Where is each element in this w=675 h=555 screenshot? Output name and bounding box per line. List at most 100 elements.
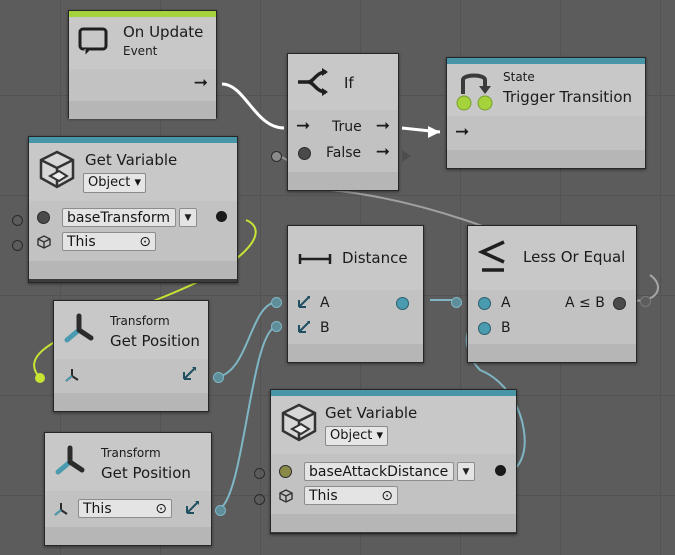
if-condition-external-port[interactable] <box>271 151 282 162</box>
condition-input-port[interactable] <box>298 147 311 160</box>
chevron-down-icon: ▾ <box>376 428 384 443</box>
get-position-subtitle: Transform <box>110 314 170 328</box>
get-position-2-header: Transform Get Position <box>45 433 211 491</box>
distance-header: Distance <box>288 226 423 290</box>
target-external-port[interactable] <box>12 240 23 251</box>
axis-gizmo-icon <box>53 445 87 483</box>
true-label: True <box>332 119 362 135</box>
position-output-icon[interactable] <box>180 365 198 387</box>
false-external-port[interactable] <box>402 150 411 162</box>
less-or-equal-node[interactable]: Less Or Equal A A ≤ B B <box>467 225 637 363</box>
target-picker-icon[interactable]: ⊙ <box>139 234 151 250</box>
compare-a-port[interactable] <box>478 297 491 310</box>
less-or-equal-header: Less Or Equal <box>468 226 636 290</box>
variable-cube-icon <box>279 402 319 448</box>
distance-ports: A B <box>288 290 423 344</box>
gameobject-cube-icon <box>37 234 51 253</box>
get-variable-node-attack-distance[interactable]: Get Variable Object ▾ baseAttackDistance… <box>270 389 517 534</box>
state-transition-icon <box>455 70 495 116</box>
flow-input-arrow[interactable]: ➞ <box>296 116 311 136</box>
flow-wire-true-to-trigger <box>401 126 441 134</box>
on-update-node[interactable]: On Update Event ➞ <box>68 10 217 119</box>
get-variable-header: Get Variable Object ▾ <box>29 143 237 201</box>
get-position-2-title: Get Position <box>101 464 191 482</box>
false-label: False <box>326 145 362 161</box>
position-output-icon[interactable] <box>183 499 201 521</box>
get-variable-2-title: Get Variable <box>325 404 418 422</box>
variable-band <box>271 390 516 396</box>
variable-2-kind-value: Object <box>330 428 373 443</box>
transform-input-icon[interactable] <box>64 367 80 387</box>
flow-output-arrow[interactable]: ➞ <box>193 73 208 93</box>
target-picker-icon[interactable]: ⊙ <box>155 501 167 517</box>
get-variable-fields: baseTransform ▼ This ⊙ <box>29 201 237 261</box>
compare-output-port[interactable] <box>613 297 626 310</box>
variable-2-target-field[interactable]: This ⊙ <box>304 486 398 505</box>
variable-2-target-value: This <box>309 488 338 504</box>
chevron-down-icon: ▾ <box>134 175 142 190</box>
compare-output-label: A ≤ B <box>565 295 605 311</box>
flow-wire-arrowhead <box>428 126 440 138</box>
distance-footer <box>288 344 423 362</box>
axis-gizmo-icon <box>296 319 312 339</box>
false-output-arrow[interactable]: ➞ <box>375 142 390 162</box>
get-position-footer <box>54 393 208 411</box>
true-output-arrow[interactable]: ➞ <box>375 116 390 136</box>
variable-2-name-external-port[interactable] <box>254 468 265 479</box>
vector-wire-pos2-to-b <box>217 325 279 511</box>
on-update-ports: ➞ <box>69 69 216 101</box>
if-node[interactable]: If ➞ True ➞ False ➞ <box>287 53 399 191</box>
event-band <box>69 11 216 17</box>
on-update-footer <box>69 101 216 119</box>
get-position-2-ports: This ⊙ <box>45 491 211 527</box>
distance-b-external-port[interactable] <box>271 321 282 332</box>
position-1-external-port[interactable] <box>213 372 224 383</box>
variable-2-name-dropdown[interactable]: ▼ <box>457 462 475 481</box>
compare-a-label: A <box>501 295 511 311</box>
trigger-transition-node[interactable]: State Trigger Transition ➞ <box>446 57 646 169</box>
less-or-equal-ports: A A ≤ B B <box>468 290 636 344</box>
axis-gizmo-icon <box>62 313 96 351</box>
distance-output-port[interactable] <box>396 297 409 310</box>
variable-2-value-output-port[interactable] <box>495 465 506 476</box>
trigger-ports: ➞ <box>447 116 645 150</box>
state-band <box>447 58 645 64</box>
variable-2-name-field[interactable]: baseAttackDistance <box>304 462 454 481</box>
get-position-node-2[interactable]: Transform Get Position This ⊙ <box>44 432 212 546</box>
variable-2-name-input-port[interactable] <box>279 465 292 478</box>
distance-b-label: B <box>320 320 330 336</box>
value-output-port[interactable] <box>216 211 227 222</box>
target-picker-icon[interactable]: ⊙ <box>381 488 393 504</box>
variable-2-kind-dropdown[interactable]: Object ▾ <box>325 426 389 446</box>
variable-name-dropdown[interactable]: ▼ <box>179 208 197 227</box>
gameobject-cube-icon <box>279 488 293 507</box>
get-variable-node-transform[interactable]: Get Variable Object ▾ baseTransform ▼ Th… <box>28 136 238 283</box>
trigger-flow-input[interactable]: ➞ <box>455 122 470 142</box>
distance-node[interactable]: Distance A B <box>287 225 424 363</box>
distance-ruler-icon <box>298 251 332 270</box>
distance-a-external-port[interactable] <box>271 297 282 308</box>
variable-name-field[interactable]: baseTransform <box>62 208 176 227</box>
less-or-equal-footer <box>468 344 636 362</box>
compare-a-external-port[interactable] <box>451 297 462 308</box>
transform-target-field[interactable]: This ⊙ <box>78 499 172 518</box>
trigger-footer <box>447 150 645 168</box>
position-2-external-port[interactable] <box>215 505 226 516</box>
variable-kind-dropdown[interactable]: Object ▾ <box>83 173 147 193</box>
name-input-port[interactable] <box>37 211 50 224</box>
variable-2-target-external-port[interactable] <box>254 494 265 505</box>
transform-input-icon[interactable] <box>53 501 69 521</box>
less-or-equal-title: Less Or Equal <box>523 248 626 266</box>
bool-output-external-port[interactable] <box>640 296 651 307</box>
target-field[interactable]: This ⊙ <box>62 232 156 251</box>
chevron-down-icon: ▼ <box>462 467 470 477</box>
target-value: This <box>67 234 96 250</box>
trigger-header: State Trigger Transition <box>447 64 645 116</box>
compare-b-port[interactable] <box>478 322 491 335</box>
get-variable-2-fields: baseAttackDistance ▼ This ⊙ <box>271 454 516 514</box>
object-wire-end <box>35 373 45 383</box>
flow-wire-update-to-if <box>221 82 285 130</box>
transform-target-value: This <box>83 501 112 517</box>
get-position-node-1[interactable]: Transform Get Position <box>53 300 209 412</box>
name-external-port[interactable] <box>12 215 23 226</box>
